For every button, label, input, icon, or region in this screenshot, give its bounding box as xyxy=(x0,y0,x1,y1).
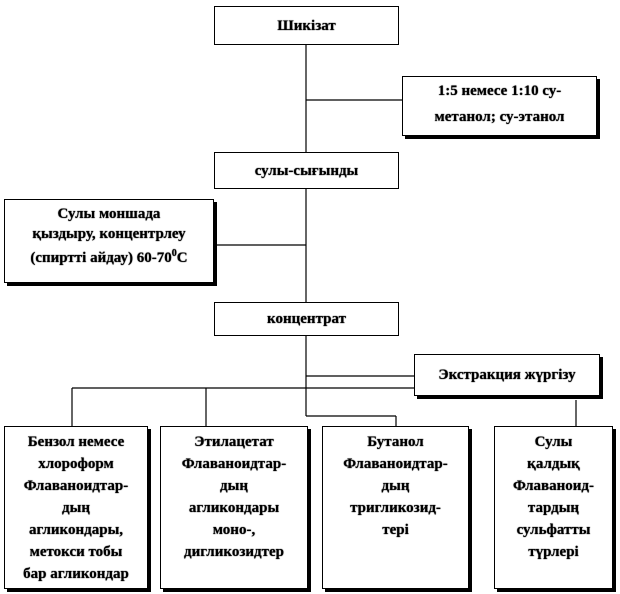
solvent-line-1: 1:5 немесе 1:10 су- xyxy=(437,83,562,99)
result-1-line-4: дың xyxy=(62,500,90,516)
result-4-line-6: түрлері xyxy=(528,544,579,560)
result-1-line-2: хлороформ xyxy=(38,456,114,472)
result-2-line-1: Этилацетат xyxy=(194,434,274,450)
heating-box: Сулы моншада қыздыру, концентрлеу (спирт… xyxy=(4,199,214,283)
result-1-line-6: метокси тобы xyxy=(29,544,123,560)
result-4-line-3: Флаваноид- xyxy=(512,478,595,494)
solvent-line-2: метанол; су-этанол xyxy=(434,109,565,125)
raw-material-box: Шикізат xyxy=(214,6,399,45)
heating-unit: С xyxy=(176,250,188,266)
result-box-butanol: Бутанол Флаваноидтар- дың тригликозид- т… xyxy=(322,426,469,589)
result-box-benzene: Бензол немесе хлороформ Флаваноидтар- ды… xyxy=(4,426,148,589)
result-3-line-4: тригликозид- xyxy=(350,500,441,516)
result-4-line-4: тардың xyxy=(527,500,580,516)
result-4-line-5: сульфатты xyxy=(516,522,591,538)
result-3-line-2: Флаваноидтар- xyxy=(343,456,448,472)
result-2-line-4: агликондары xyxy=(188,500,280,516)
result-2-line-3: дың xyxy=(220,478,248,494)
heating-line-2: қыздыру, концентрлеу xyxy=(32,226,186,242)
result-box-ethylacetate: Этилацетат Флаваноидтар- дың агликондары… xyxy=(160,426,308,589)
result-4-line-2: қалдық xyxy=(527,456,580,472)
result-2-line-5: моно-, xyxy=(212,522,256,538)
concentrate-label: концентрат xyxy=(267,311,346,327)
heating-degree: 0 xyxy=(171,248,177,259)
result-1-line-7: бар агликондар xyxy=(23,566,129,582)
result-3-line-5: тері xyxy=(382,522,409,538)
result-4-line-1: Сулы xyxy=(534,434,573,450)
result-1-line-5: агликондары, xyxy=(28,522,124,538)
result-1-line-3: Флаваноидтар- xyxy=(23,478,129,494)
result-3-line-3: дың xyxy=(381,478,410,494)
heating-line-3-text: (спиртті айдау) 60-70 xyxy=(30,250,172,266)
aqueous-extract-box: сулы-сығынды xyxy=(214,152,399,189)
heating-line-3: (спиртті айдау) 60-700С xyxy=(5,244,213,268)
result-1-line-1: Бензол немесе xyxy=(27,434,125,450)
result-3-line-1: Бутанол xyxy=(367,434,424,450)
result-box-aqueous-residue: Сулы қалдық Флаваноид- тардың сульфатты … xyxy=(494,426,613,589)
raw-material-label: Шикізат xyxy=(277,17,336,34)
heating-line-1: Сулы моншада xyxy=(57,206,161,222)
solvent-box: 1:5 немесе 1:10 су- метанол; су-этанол xyxy=(402,76,597,136)
result-2-line-6: дигликозидтер xyxy=(184,544,284,560)
result-2-line-2: Флаваноидтар- xyxy=(181,456,287,472)
aqueous-extract-label: сулы-сығынды xyxy=(254,162,359,179)
extraction-label: Экстракция жүргізу xyxy=(438,367,576,383)
extraction-box: Экстракция жүргізу xyxy=(414,354,600,396)
concentrate-box: концентрат xyxy=(214,302,399,336)
